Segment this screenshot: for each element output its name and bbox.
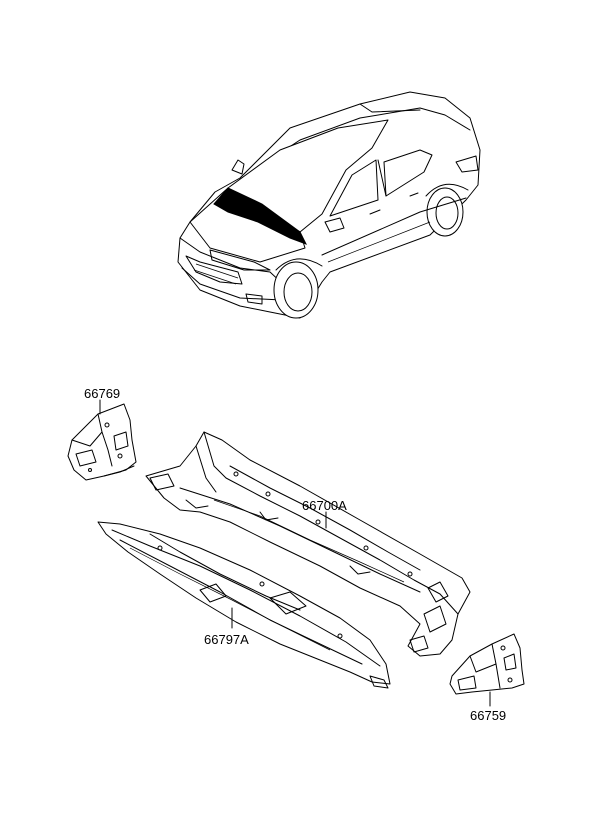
- part-label-66759: 66759: [470, 708, 507, 723]
- part-66769-drawing: [67, 399, 137, 481]
- part-label-66797a: 66797A: [204, 632, 249, 647]
- part-66797a-drawing: [97, 521, 391, 689]
- part-label-66700a: 66700A: [302, 498, 347, 513]
- part-66700a-drawing: [145, 431, 471, 657]
- part-66759-drawing: [449, 633, 525, 707]
- car-illustration: [177, 91, 481, 319]
- part-label-66769: 66769: [84, 386, 121, 401]
